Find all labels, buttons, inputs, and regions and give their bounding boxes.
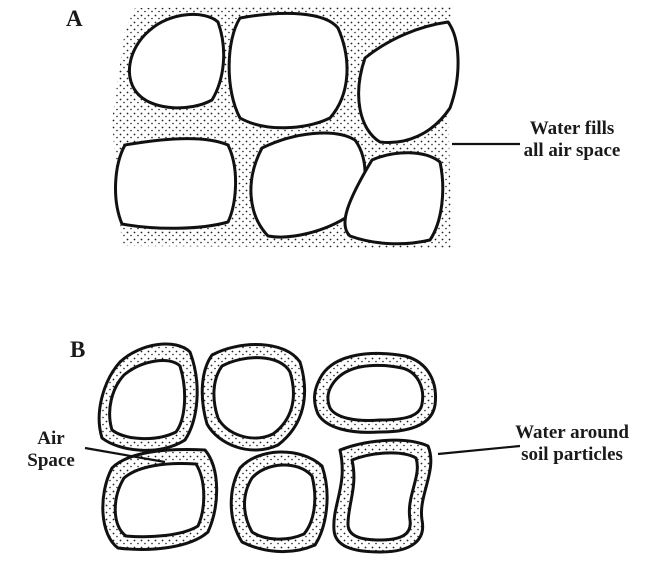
callout-water-around-line-2: soil particles	[492, 444, 652, 466]
callout-water-fills-line-2: all air space	[512, 140, 632, 162]
panel-label-a: A	[66, 6, 83, 32]
panel-a-saturated-soil	[112, 6, 520, 248]
callout-water-around-line-1: Water around	[492, 422, 652, 444]
callout-air-space: Air Space	[16, 428, 86, 472]
soil-particle	[328, 365, 423, 420]
soil-particle	[116, 139, 236, 229]
soil-particle	[348, 453, 417, 540]
callout-water-fills-line-1: Water fills	[512, 118, 632, 140]
callout-air-space-line-2: Space	[16, 450, 86, 472]
soil-particle	[115, 464, 204, 537]
soil-particle	[214, 358, 294, 438]
soil-particle	[245, 465, 315, 539]
panel-b-unsaturated-soil	[85, 344, 520, 552]
callout-air-space-line-1: Air	[16, 428, 86, 450]
callout-water-around: Water around soil particles	[492, 422, 652, 466]
callout-water-fills: Water fills all air space	[512, 118, 632, 162]
soil-particle	[229, 13, 347, 127]
panel-label-b: B	[70, 337, 85, 363]
